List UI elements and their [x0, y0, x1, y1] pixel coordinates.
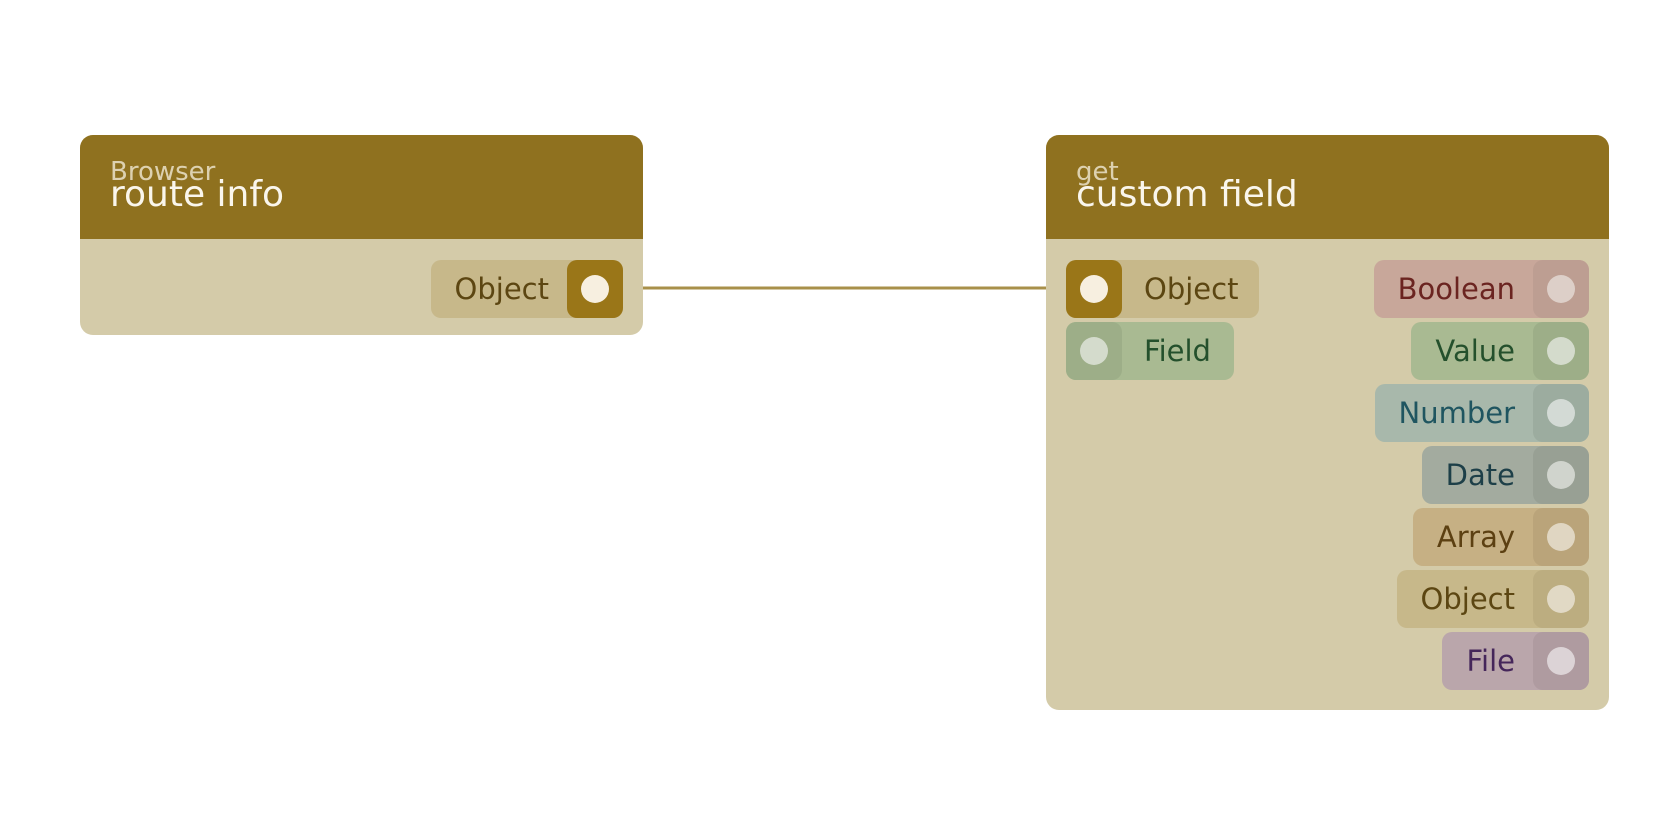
socket-dot-icon [1547, 337, 1575, 365]
pin-socket[interactable] [1533, 446, 1589, 504]
pin-label: Object [1420, 582, 1515, 616]
node-category: Browser [110, 157, 216, 187]
node-route-info[interactable]: Browser route info Object [80, 135, 643, 335]
output-pin-date[interactable]: Date [1421, 446, 1589, 504]
node-category: get [1076, 157, 1119, 187]
socket-dot-icon [1080, 337, 1108, 365]
pin-socket[interactable] [1533, 632, 1589, 690]
pin-label: Value [1435, 334, 1515, 368]
pin-socket[interactable] [1066, 322, 1122, 380]
pin-label: Number [1398, 396, 1516, 430]
pin-label: Field [1144, 334, 1211, 368]
pin-label: Object [1144, 272, 1239, 306]
node-title: route info [110, 174, 285, 215]
node-header[interactable]: get custom field [1046, 135, 1609, 239]
pin-socket[interactable] [1533, 260, 1589, 318]
output-pin-value[interactable]: Value [1411, 322, 1589, 380]
socket-dot-icon [1080, 275, 1108, 303]
pin-label: File [1466, 644, 1515, 678]
socket-dot-icon [1547, 399, 1575, 427]
socket-dot-icon [1547, 585, 1575, 613]
pin-socket[interactable] [1533, 384, 1589, 442]
socket-dot-icon [581, 275, 609, 303]
node-title: custom field [1076, 174, 1298, 215]
output-pin-object[interactable]: Object [430, 260, 623, 318]
node-custom-field[interactable]: get custom field Object Field Boolean Va… [1046, 135, 1609, 710]
pin-label: Boolean [1397, 272, 1515, 306]
socket-dot-icon [1547, 461, 1575, 489]
output-pin-object[interactable]: Object [1396, 570, 1589, 628]
input-pin-field[interactable]: Field [1066, 322, 1234, 380]
pin-socket[interactable] [1533, 508, 1589, 566]
socket-dot-icon [1547, 275, 1575, 303]
pin-label: Object [454, 272, 549, 306]
output-pin-number[interactable]: Number [1374, 384, 1589, 442]
pin-socket[interactable] [1533, 570, 1589, 628]
pin-socket[interactable] [1066, 260, 1122, 318]
socket-dot-icon [1547, 647, 1575, 675]
pin-label: Date [1445, 458, 1515, 492]
pin-label: Array [1436, 520, 1515, 554]
output-pin-boolean[interactable]: Boolean [1373, 260, 1589, 318]
input-pin-object[interactable]: Object [1066, 260, 1259, 318]
pin-socket[interactable] [567, 260, 623, 318]
socket-dot-icon [1547, 523, 1575, 551]
output-pin-array[interactable]: Array [1412, 508, 1589, 566]
output-pin-file[interactable]: File [1442, 632, 1589, 690]
pin-socket[interactable] [1533, 322, 1589, 380]
node-header[interactable]: Browser route info [80, 135, 643, 239]
